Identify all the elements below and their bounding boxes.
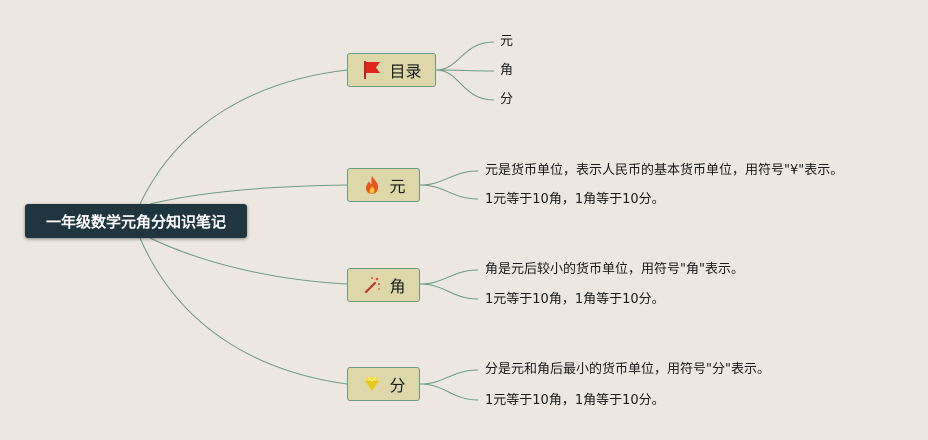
connector-root-to-yuan: [149, 184, 348, 205]
branch-toc[interactable]: 目录: [347, 53, 436, 87]
toc-item-fen[interactable]: 分: [500, 92, 514, 107]
branch-yuan-label: 元: [389, 177, 406, 196]
connector-root-to-jiao: [149, 237, 348, 285]
branch-yuan[interactable]: 元: [347, 168, 420, 202]
fire-icon: [361, 174, 383, 196]
connector-yuan-child-1: [419, 170, 479, 186]
toc-item-jiao[interactable]: 角: [500, 63, 514, 78]
connector-jiao-child-1: [419, 269, 479, 285]
branch-fen[interactable]: 分: [347, 367, 420, 401]
connector-toc-child-1: [435, 41, 495, 71]
connector-root-to-fen: [139, 237, 348, 385]
branch-fen-label: 分: [389, 376, 406, 395]
connector-toc-child-3: [435, 69, 495, 101]
gem-icon: [361, 373, 383, 395]
root-topic-label: 一年级数学元角分知识笔记: [45, 212, 226, 231]
red-flag-icon: [361, 59, 383, 81]
root-topic[interactable]: 一年级数学元角分知识笔记: [25, 204, 247, 238]
connector-yuan-child-2: [419, 184, 479, 200]
jiao-conversion[interactable]: 1元等于10角，1角等于10分。: [485, 292, 665, 307]
connector-fen-child-2: [419, 383, 479, 401]
fen-conversion[interactable]: 1元等于10角，1角等于10分。: [485, 393, 665, 408]
yuan-definition[interactable]: 元是货币单位，表示人民币的基本货币单位，用符号"¥"表示。: [485, 163, 844, 178]
yuan-conversion[interactable]: 1元等于10角，1角等于10分。: [485, 192, 665, 207]
connector-toc-child-2: [435, 69, 495, 72]
jiao-definition[interactable]: 角是元后较小的货币单位，用符号"角"表示。: [485, 262, 744, 277]
toc-item-yuan[interactable]: 元: [500, 34, 514, 49]
connector-fen-child-1: [419, 369, 479, 385]
branch-jiao[interactable]: 角: [347, 268, 420, 302]
connector-root-to-toc: [139, 69, 348, 205]
branch-jiao-label: 角: [389, 277, 406, 296]
fen-definition[interactable]: 分是元和角后最小的货币单位，用符号"分"表示。: [485, 362, 770, 377]
connector-jiao-child-2: [419, 283, 479, 300]
magic-wand-icon: [361, 274, 383, 296]
branch-toc-label: 目录: [389, 62, 422, 81]
